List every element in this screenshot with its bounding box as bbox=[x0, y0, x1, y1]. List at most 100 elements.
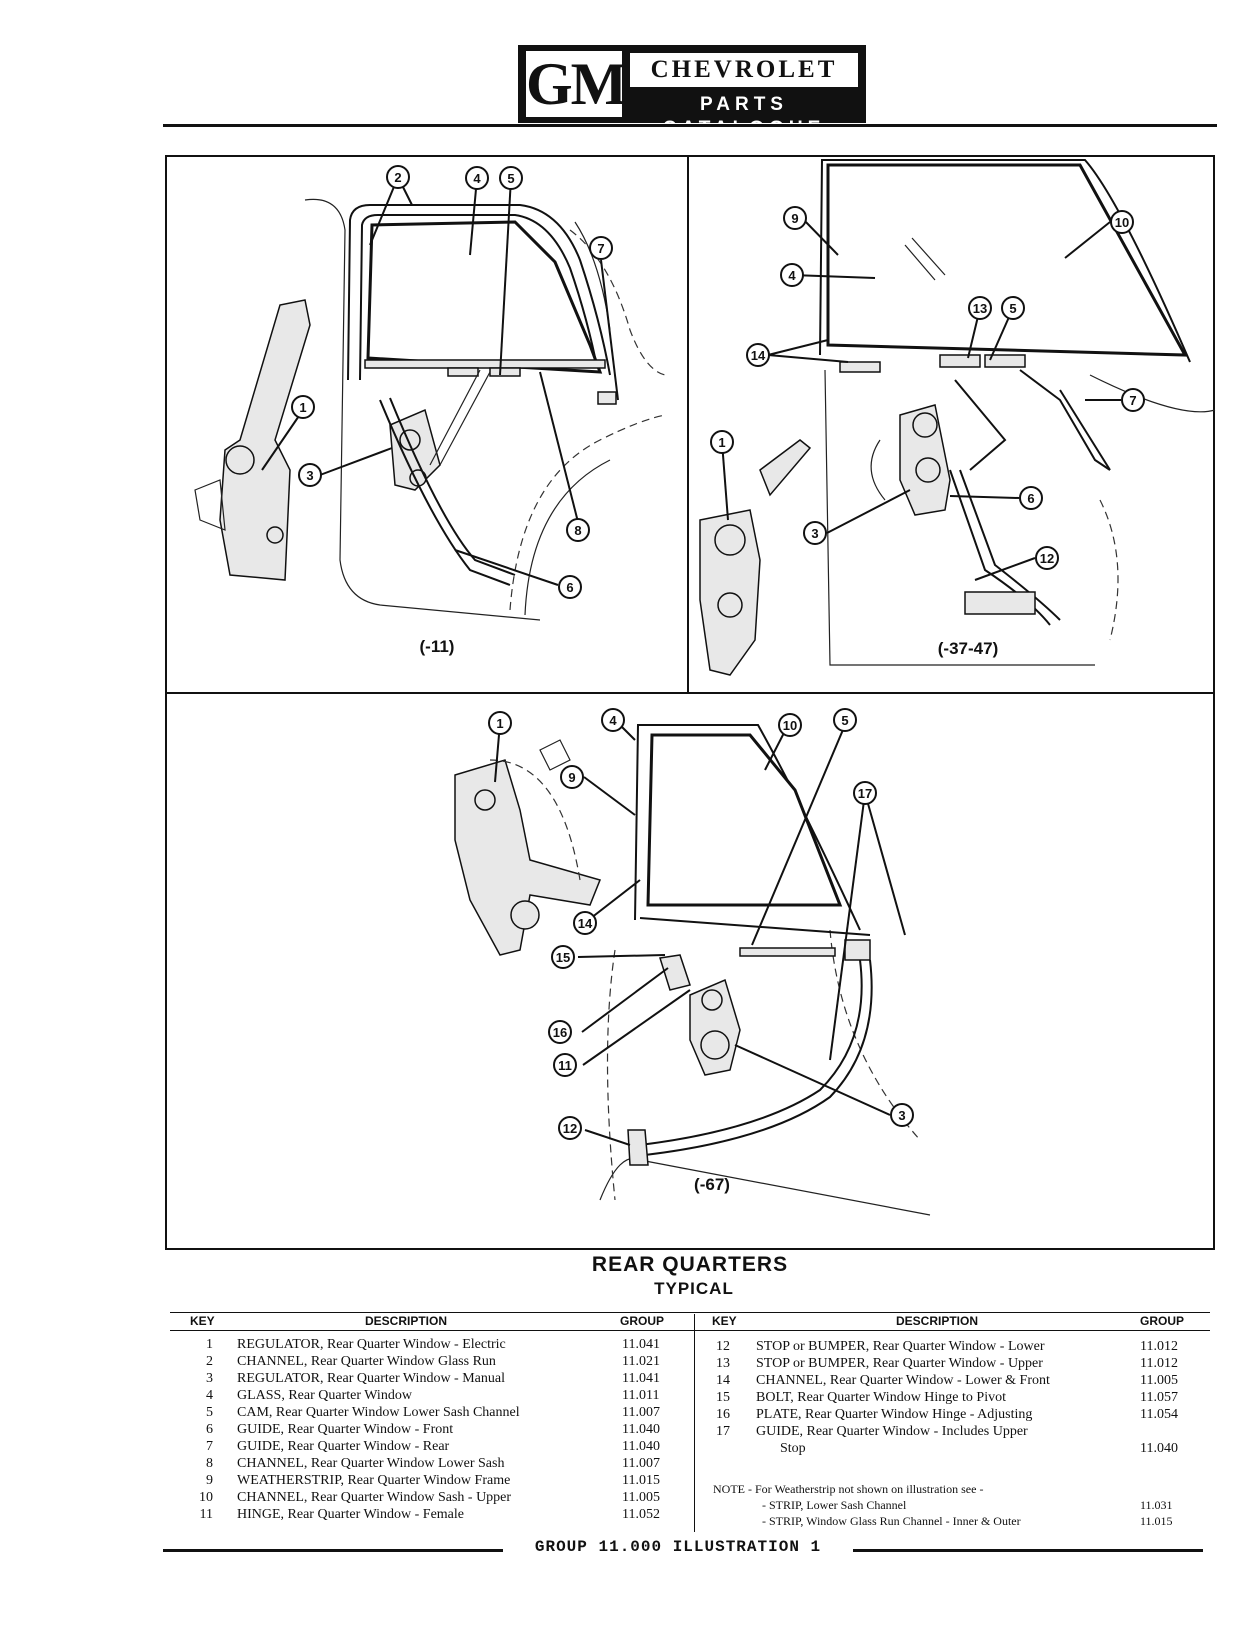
figure-11-drawing bbox=[194, 198, 666, 621]
row-group: 11.040 bbox=[622, 1439, 660, 1454]
frame-divider-vertical bbox=[687, 155, 689, 693]
callout-label: 14 bbox=[578, 916, 593, 931]
callout-bubble: 5 bbox=[1001, 296, 1025, 320]
row-description: CHANNEL, Rear Quarter Window Glass Run bbox=[237, 1354, 496, 1369]
table-note-item: - STRIP, Window Glass Run Channel - Inne… bbox=[762, 1514, 1021, 1528]
row-description: HINGE, Rear Quarter Window - Female bbox=[237, 1507, 464, 1522]
footer-rule-right bbox=[853, 1549, 1203, 1552]
table-header-rule bbox=[170, 1330, 1210, 1331]
gm-chevrolet-logo: GM CHEVROLET PARTS CATALOGUE bbox=[518, 45, 866, 139]
callout-bubble: 17 bbox=[853, 781, 877, 805]
callout-bubble: 6 bbox=[558, 575, 582, 599]
callout-bubble: 10 bbox=[778, 713, 802, 737]
column-header-description: DESCRIPTION bbox=[896, 1314, 979, 1328]
table-note-label: NOTE - For Weatherstrip not shown on ill… bbox=[713, 1482, 984, 1496]
callout-label: 1 bbox=[496, 716, 503, 731]
row-group: 11.007 bbox=[622, 1456, 660, 1471]
callout-bubble: 4 bbox=[465, 166, 489, 190]
row-key: 11 bbox=[199, 1507, 213, 1522]
brand-name: CHEVROLET bbox=[630, 53, 858, 87]
table-note-item: - STRIP, Lower Sash Channel bbox=[762, 1498, 907, 1512]
row-description: GLASS, Rear Quarter Window bbox=[237, 1388, 412, 1403]
table-row: 12 STOP or BUMPER, Rear Quarter Window -… bbox=[0, 1338, 1200, 1355]
header-rule bbox=[163, 124, 1217, 127]
table-note-group: 11.015 bbox=[1140, 1514, 1173, 1528]
callout-bubble: 3 bbox=[803, 521, 827, 545]
row-group: 11.007 bbox=[622, 1405, 660, 1420]
row-description: WEATHERSTRIP, Rear Quarter Window Frame bbox=[237, 1473, 511, 1488]
row-key: 9 bbox=[206, 1473, 213, 1488]
row-key: 5 bbox=[206, 1405, 213, 1420]
callout-label: 7 bbox=[597, 241, 604, 256]
callout-label: 12 bbox=[1040, 551, 1054, 566]
callout-label: 1 bbox=[718, 435, 725, 450]
row-description: REGULATOR, Rear Quarter Window - Electri… bbox=[237, 1337, 506, 1352]
figure-67-drawing bbox=[454, 724, 931, 1216]
table-row: 11 HINGE, Rear Quarter Window - Female 1… bbox=[0, 1506, 690, 1523]
callout-bubble: 4 bbox=[780, 263, 804, 287]
table-row: 1 REGULATOR, Rear Quarter Window - Elect… bbox=[0, 1336, 690, 1353]
callout-bubble: 2 bbox=[386, 165, 410, 189]
row-description: BOLT, Rear Quarter Window Hinge to Pivot bbox=[756, 1390, 1006, 1405]
callout-bubble: 3 bbox=[298, 463, 322, 487]
callout-bubble: 10 bbox=[1110, 210, 1134, 234]
table-row: 15 BOLT, Rear Quarter Window Hinge to Pi… bbox=[0, 1389, 1200, 1406]
callout-label: 5 bbox=[841, 713, 848, 728]
table-row: 13 STOP or BUMPER, Rear Quarter Window -… bbox=[0, 1355, 1200, 1372]
row-description: STOP or BUMPER, Rear Quarter Window - Up… bbox=[756, 1356, 1043, 1371]
row-key: 17 bbox=[716, 1424, 730, 1439]
callout-bubble: 11 bbox=[553, 1053, 577, 1077]
footer-rule-left bbox=[163, 1549, 503, 1552]
row-description: CHANNEL, Rear Quarter Window Sash - Uppe… bbox=[237, 1490, 512, 1505]
table-row: 4 GLASS, Rear Quarter Window 11.011 bbox=[0, 1387, 690, 1404]
callout-label: 3 bbox=[811, 526, 818, 541]
row-description: CHANNEL, Rear Quarter Window - Lower & F… bbox=[756, 1373, 1050, 1388]
callout-bubble: 3 bbox=[890, 1103, 914, 1127]
catalogue-label: PARTS CATALOGUE bbox=[662, 94, 826, 139]
row-key: 13 bbox=[716, 1356, 730, 1371]
callout-label: 4 bbox=[788, 268, 796, 283]
callout-bubble: 1 bbox=[488, 711, 512, 735]
callout-label: 5 bbox=[1009, 301, 1016, 316]
callout-bubble: 7 bbox=[1121, 388, 1145, 412]
frame-divider-horizontal bbox=[165, 692, 1215, 694]
row-key: 12 bbox=[716, 1339, 730, 1354]
row-key: 3 bbox=[206, 1371, 213, 1386]
table-row: Stop 11.040 bbox=[0, 1440, 1200, 1457]
row-key: 15 bbox=[716, 1390, 730, 1405]
gm-logo-text: GM bbox=[526, 51, 627, 117]
callout-bubble: 9 bbox=[783, 206, 807, 230]
callout-bubble: 6 bbox=[1019, 486, 1043, 510]
row-group: 11.040 bbox=[622, 1422, 660, 1437]
callout-bubble: 12 bbox=[558, 1116, 582, 1140]
callout-label: 3 bbox=[898, 1108, 905, 1123]
callout-bubble: 9 bbox=[560, 765, 584, 789]
callout-label: 2 bbox=[394, 170, 401, 185]
callout-label: 3 bbox=[306, 468, 313, 483]
row-key: 6 bbox=[206, 1422, 213, 1437]
footer-group-label: GROUP 11.000 ILLUSTRATION 1 bbox=[534, 1538, 822, 1556]
callout-label: 4 bbox=[609, 713, 617, 728]
column-header-group: GROUP bbox=[1140, 1314, 1185, 1328]
row-group: 11.021 bbox=[622, 1354, 660, 1369]
row-key: 2 bbox=[206, 1354, 213, 1369]
page-title: REAR QUARTERS bbox=[591, 1253, 789, 1276]
table-note-group: 11.031 bbox=[1140, 1498, 1173, 1512]
callout-bubble: 15 bbox=[551, 945, 575, 969]
callout-bubble: 13 bbox=[968, 296, 992, 320]
row-description: GUIDE, Rear Quarter Window - Rear bbox=[237, 1439, 450, 1454]
callout-label: 7 bbox=[1129, 393, 1136, 408]
row-description: CAM, Rear Quarter Window Lower Sash Chan… bbox=[237, 1405, 520, 1420]
callout-label: 10 bbox=[783, 718, 797, 733]
table-row: 6 GUIDE, Rear Quarter Window - Front 11.… bbox=[0, 1421, 690, 1438]
callout-bubble: 5 bbox=[499, 166, 523, 190]
row-key: 16 bbox=[716, 1407, 730, 1422]
callout-bubble: 14 bbox=[573, 911, 597, 935]
callout-bubble: 16 bbox=[548, 1020, 572, 1044]
callout-bubble: 1 bbox=[291, 395, 315, 419]
row-group: 11.005 bbox=[622, 1490, 660, 1505]
table-row: 5 CAM, Rear Quarter Window Lower Sash Ch… bbox=[0, 1404, 690, 1421]
callout-label: 4 bbox=[473, 171, 481, 186]
callout-label: 15 bbox=[556, 950, 570, 965]
